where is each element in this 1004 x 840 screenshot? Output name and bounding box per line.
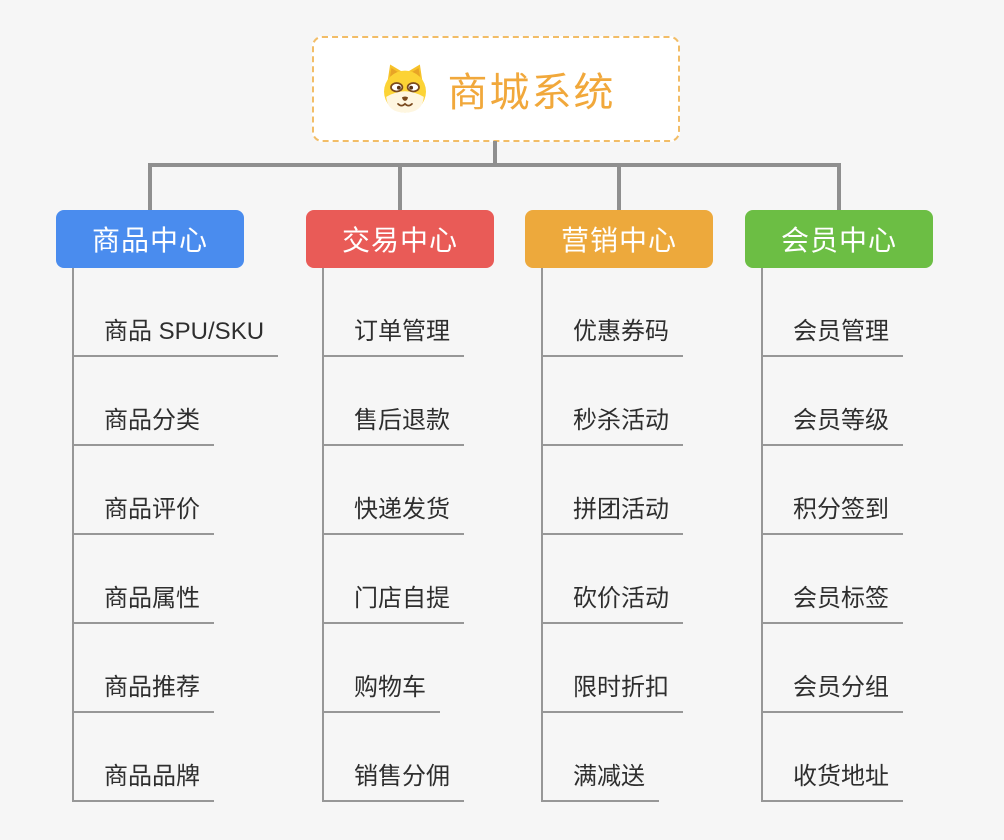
child-node[interactable]: 售后退款 xyxy=(324,357,546,446)
child-node[interactable]: 订单管理 xyxy=(324,268,546,357)
child-node[interactable]: 积分签到 xyxy=(763,446,985,535)
branch-node-marketing-center[interactable]: 营销中心 xyxy=(525,210,713,268)
branch-node-product-center[interactable]: 商品中心 xyxy=(56,210,244,268)
branch-product-center: 商品中心 商品 SPU/SKU 商品分类 商品评价 商品属性 商品推荐 商品品牌 xyxy=(56,210,296,802)
child-node[interactable]: 优惠券码 xyxy=(543,268,765,357)
child-node-label: 秒杀活动 xyxy=(543,400,683,446)
branch-children-member: 会员管理 会员等级 积分签到 会员标签 会员分组 收货地址 xyxy=(761,268,985,802)
connector-drop-member xyxy=(837,163,841,210)
connector-drop-product xyxy=(148,163,152,210)
root-title: 商城系统 xyxy=(447,71,616,115)
dog-face-icon xyxy=(383,64,426,113)
child-node-label: 销售分佣 xyxy=(324,756,464,802)
branch-member-center: 会员中心 会员管理 会员等级 积分签到 会员标签 会员分组 收货地址 xyxy=(745,210,985,802)
child-node[interactable]: 商品推荐 xyxy=(74,624,296,713)
child-node-label: 订单管理 xyxy=(324,311,464,357)
child-node[interactable]: 会员分组 xyxy=(763,624,985,713)
child-node[interactable]: 满减送 xyxy=(543,713,765,802)
child-node-label: 商品评价 xyxy=(74,489,214,535)
child-node[interactable]: 会员管理 xyxy=(763,268,985,357)
child-node[interactable]: 商品 SPU/SKU xyxy=(74,268,296,357)
child-node-label: 收货地址 xyxy=(763,756,903,802)
child-node-label: 售后退款 xyxy=(324,400,464,446)
child-node[interactable]: 商品分类 xyxy=(74,357,296,446)
child-node[interactable]: 会员标签 xyxy=(763,535,985,624)
child-node-label: 商品品牌 xyxy=(74,756,214,802)
child-node-label: 会员分组 xyxy=(763,667,903,713)
child-node-label: 优惠券码 xyxy=(543,311,683,357)
child-node-label: 会员管理 xyxy=(763,311,903,357)
child-node[interactable]: 秒杀活动 xyxy=(543,357,765,446)
child-node[interactable]: 快递发货 xyxy=(324,446,546,535)
child-node[interactable]: 商品品牌 xyxy=(74,713,296,802)
branch-marketing-center: 营销中心 优惠券码 秒杀活动 拼团活动 砍价活动 限时折扣 满减送 xyxy=(525,210,765,802)
child-node-label: 会员标签 xyxy=(763,578,903,624)
child-node[interactable]: 砍价活动 xyxy=(543,535,765,624)
branch-trade-center: 交易中心 订单管理 售后退款 快递发货 门店自提 购物车 销售分佣 xyxy=(306,210,546,802)
child-node-label: 商品属性 xyxy=(74,578,214,624)
branch-children-trade: 订单管理 售后退款 快递发货 门店自提 购物车 销售分佣 xyxy=(322,268,546,802)
child-node-label: 门店自提 xyxy=(324,578,464,624)
root-node-mall-system[interactable]: 商城系统 xyxy=(312,36,680,142)
child-node[interactable]: 商品属性 xyxy=(74,535,296,624)
child-node[interactable]: 会员等级 xyxy=(763,357,985,446)
child-node[interactable]: 门店自提 xyxy=(324,535,546,624)
connector-root-stub xyxy=(493,141,497,165)
branch-children-marketing: 优惠券码 秒杀活动 拼团活动 砍价活动 限时折扣 满减送 xyxy=(541,268,765,802)
child-node[interactable]: 销售分佣 xyxy=(324,713,546,802)
child-node[interactable]: 收货地址 xyxy=(763,713,985,802)
child-node[interactable]: 商品评价 xyxy=(74,446,296,535)
child-node-label: 拼团活动 xyxy=(543,489,683,535)
child-node-label: 限时折扣 xyxy=(543,667,683,713)
child-node[interactable]: 购物车 xyxy=(324,624,546,713)
branch-node-member-center[interactable]: 会员中心 xyxy=(745,210,933,268)
connector-drop-trade xyxy=(398,163,402,210)
connector-horizontal-bar xyxy=(148,163,841,167)
child-node-label: 商品 SPU/SKU xyxy=(74,311,279,357)
child-node-label: 快递发货 xyxy=(324,489,464,535)
child-node-label: 商品分类 xyxy=(74,400,214,446)
branch-children-product: 商品 SPU/SKU 商品分类 商品评价 商品属性 商品推荐 商品品牌 xyxy=(72,268,296,802)
child-node-label: 砍价活动 xyxy=(543,578,683,624)
child-node-label: 会员等级 xyxy=(763,400,903,446)
child-node-label: 购物车 xyxy=(324,667,440,713)
child-node[interactable]: 拼团活动 xyxy=(543,446,765,535)
child-node[interactable]: 限时折扣 xyxy=(543,624,765,713)
connector-drop-marketing xyxy=(617,163,621,210)
branch-node-trade-center[interactable]: 交易中心 xyxy=(306,210,494,268)
child-node-label: 积分签到 xyxy=(763,489,903,535)
child-node-label: 满减送 xyxy=(543,756,659,802)
child-node-label: 商品推荐 xyxy=(74,667,214,713)
